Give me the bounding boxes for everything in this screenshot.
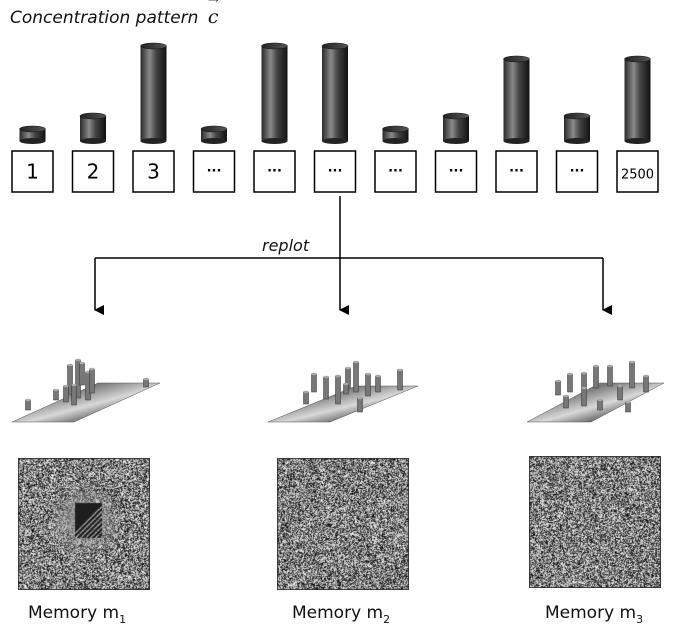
memory-label-3-sub: 3 (636, 613, 644, 626)
concentration-bar (563, 112, 591, 144)
concentration-bars (19, 42, 651, 144)
replot-peg (581, 371, 587, 390)
pattern-cell (555, 150, 599, 193)
pattern-cell-label: ... (449, 161, 464, 176)
replot-peg (71, 383, 77, 406)
concentration-bar (503, 55, 530, 144)
pattern-cell (434, 150, 478, 193)
replot-3d-planes (11, 358, 665, 423)
replot-peg (365, 372, 371, 397)
pattern-cell-label: 2 (87, 160, 100, 184)
replot-peg (581, 386, 587, 407)
replot-peg (597, 398, 603, 411)
concentration-bar (624, 55, 651, 144)
replot-label: replot (262, 236, 310, 255)
pattern-cell-label: 2500 (621, 168, 654, 183)
replot-peg (67, 363, 73, 396)
memory-image-3 (529, 456, 661, 588)
replot-peg (53, 388, 59, 401)
pattern-cell-label: 1 (26, 160, 39, 184)
replot-peg (629, 360, 635, 389)
pattern-cell-label: ... (570, 161, 585, 176)
replot-peg (89, 367, 95, 394)
replot-peg (607, 364, 613, 387)
concentration-bar (19, 125, 46, 144)
concentration-bar (200, 125, 228, 144)
concentration-bar (442, 112, 470, 144)
concentration-bar (382, 125, 409, 144)
pattern-cell (374, 150, 417, 193)
replot-peg (617, 384, 623, 401)
pattern-cell-label: 3 (147, 160, 160, 184)
replot-peg (567, 372, 573, 393)
concentration-vector-symbol: c (208, 6, 219, 28)
replot-peg (397, 368, 403, 391)
pattern-cell (253, 150, 296, 193)
replot-peg (323, 375, 329, 400)
replot-peg (303, 390, 309, 405)
title-text: Concentration pattern (10, 8, 199, 28)
pattern-cell (71, 150, 115, 193)
memory-label-3-text: Memory m (545, 603, 637, 623)
replot-peg (593, 364, 599, 389)
replot-peg (643, 374, 649, 393)
pattern-cell-label: ... (267, 161, 282, 176)
replot-peg (143, 377, 149, 388)
concentration-bar (261, 42, 288, 144)
concentration-bar (140, 42, 167, 144)
replot-plane-2 (267, 360, 419, 423)
replot-peg (63, 384, 69, 403)
pattern-cell (313, 150, 357, 193)
figure-title: Concentration pattern c (10, 6, 219, 28)
replot-peg (25, 398, 31, 411)
replot-peg (335, 374, 341, 405)
pattern-cell-label: ... (207, 161, 222, 176)
replot-peg (311, 372, 317, 393)
replot-peg (353, 360, 359, 393)
concentration-bar (79, 112, 107, 144)
pattern-cell-label: ... (328, 161, 343, 176)
pattern-cell (192, 150, 236, 193)
pattern-cell (616, 150, 659, 193)
memory-label-3: Memory m3 (545, 603, 643, 626)
memory-label-1: Memory m1 (28, 603, 126, 626)
memory-label-1-text: Memory m (28, 603, 120, 623)
replot-peg (555, 379, 561, 396)
memory-image-2 (277, 458, 409, 590)
memory-label-2-text: Memory m (292, 603, 384, 623)
replot-peg (563, 394, 569, 409)
replot-plane-1 (11, 358, 161, 423)
pattern-cells: 1 2 3..................... 2500 (11, 150, 659, 193)
memory-label-1-sub: 1 (119, 613, 127, 626)
replot-plane-3 (526, 360, 665, 423)
replot-peg (79, 361, 85, 386)
concentration-bar (321, 42, 349, 144)
memory-label-2: Memory m2 (292, 603, 390, 626)
memory-image-1 (18, 458, 150, 590)
replot-arrows (94, 196, 612, 315)
replot-peg (357, 396, 363, 413)
pattern-cell (132, 150, 175, 193)
replot-peg (625, 400, 631, 413)
pattern-cell-label: ... (388, 161, 403, 176)
replot-peg (375, 374, 381, 393)
pattern-cell (495, 150, 538, 193)
replot-peg (343, 382, 349, 395)
memory-label-2-sub: 2 (383, 613, 391, 626)
pattern-cell-label: ... (509, 161, 524, 176)
pattern-cell (11, 150, 54, 193)
